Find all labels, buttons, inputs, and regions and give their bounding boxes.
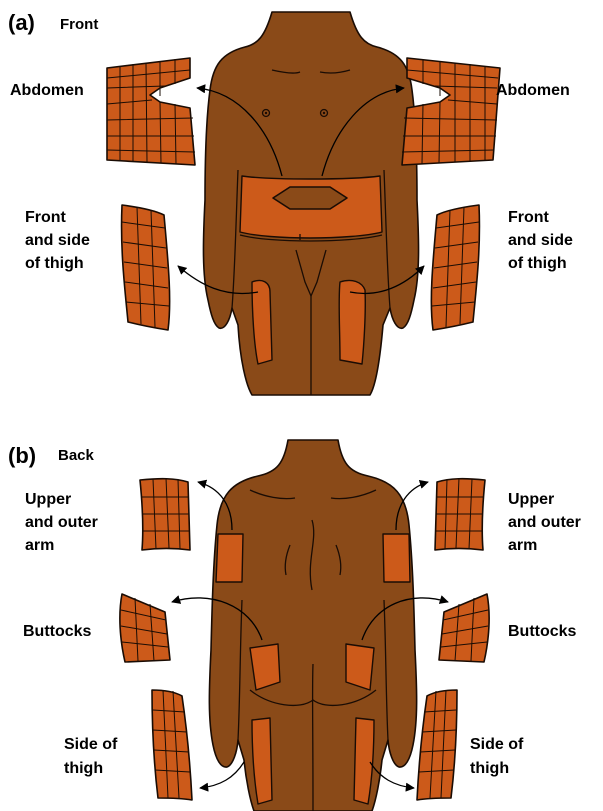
label-side-thigh-right-2: thigh (470, 760, 509, 777)
label-arm-right-2: and outer (508, 514, 581, 531)
label-arm-left-3: arm (25, 537, 54, 554)
back-right-buttock-site (346, 644, 374, 690)
label-buttocks-left: Buttocks (23, 623, 92, 640)
label-side-thigh-left-1: Side of (64, 736, 118, 753)
label-thigh-left-2: and side (25, 232, 90, 249)
panel-a-title: Front (60, 16, 98, 33)
back-left-buttock-site (250, 644, 280, 690)
label-thigh-left-3: of thigh (25, 255, 84, 272)
label-abdomen-right: Abdomen (496, 82, 570, 99)
label-side-thigh-right-1: Side of (470, 736, 524, 753)
label-arm-left-1: Upper (25, 491, 71, 508)
label-side-thigh-left-2: thigh (64, 760, 103, 777)
panel-front: (a) Front (8, 10, 573, 395)
back-arm-patch-left (140, 478, 190, 550)
label-thigh-left-1: Front (25, 209, 67, 226)
label-thigh-right-3: of thigh (508, 255, 567, 272)
label-arm-right-3: arm (508, 537, 537, 554)
panel-b-letter: (b) (8, 443, 36, 468)
back-buttocks-patch-right (439, 594, 489, 662)
back-right-arm-site (383, 534, 410, 582)
front-abdomen-patch-right (402, 58, 500, 165)
front-thigh-patch-right (431, 205, 479, 330)
panel-a-letter: (a) (8, 10, 35, 35)
back-buttocks-patch-left (120, 594, 170, 662)
back-thigh-patch-left (152, 690, 192, 800)
label-abdomen-left: Abdomen (10, 82, 84, 99)
back-thigh-patch-right (417, 690, 457, 800)
front-abdomen-patch-left (107, 58, 195, 165)
panel-back: (b) Back (8, 440, 581, 811)
label-arm-left-2: and outer (25, 514, 98, 531)
back-left-arm-site (216, 534, 243, 582)
label-thigh-right-2: and side (508, 232, 573, 249)
back-arm-patch-right (435, 478, 485, 550)
panel-b-title: Back (58, 447, 95, 464)
label-thigh-right-1: Front (508, 209, 550, 226)
label-buttocks-right: Buttocks (508, 623, 577, 640)
front-thigh-patch-left (122, 205, 170, 330)
label-arm-right-1: Upper (508, 491, 554, 508)
back-body-figure (209, 440, 416, 811)
